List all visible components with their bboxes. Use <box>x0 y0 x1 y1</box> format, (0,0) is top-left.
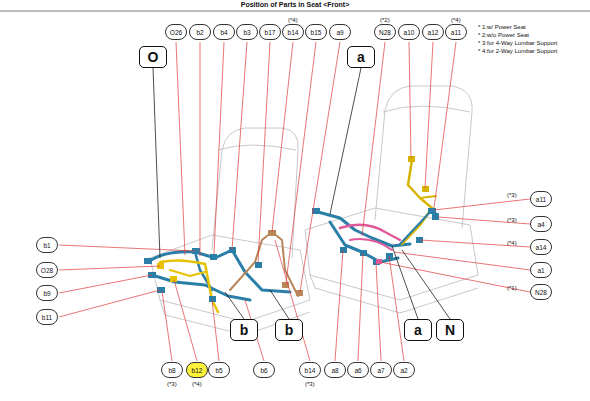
connector-callout: a4 <box>530 216 552 232</box>
variant-note: (*1) <box>507 285 517 291</box>
connector-callout: a2 <box>393 362 415 378</box>
footnote: * 3:for 4-Way Lumbar Support <box>478 40 557 46</box>
callout-number: a10 <box>404 29 415 36</box>
callout-number: b17 <box>265 29 276 36</box>
connector-callout: b1 <box>36 237 58 253</box>
variant-note: (*3) <box>305 381 315 387</box>
group-letter: b <box>285 322 294 338</box>
callout-number: N28 <box>379 29 391 36</box>
footnote: * 1:w/ Power Seat <box>478 24 526 30</box>
callout-number: b4 <box>220 29 227 36</box>
group-letter: b <box>240 322 249 338</box>
variant-note: (*4) <box>451 17 461 23</box>
connector-callout: b8 <box>161 362 183 378</box>
callout-number: O26 <box>170 29 182 36</box>
connector-callout: a11 <box>530 191 552 207</box>
group-letter: a <box>357 49 365 65</box>
callout-number: a1 <box>537 267 544 274</box>
connector-callout: O28 <box>36 262 58 278</box>
variant-note: (*4) <box>192 381 202 387</box>
callout-number: b8 <box>168 367 175 374</box>
variant-note: (*3) <box>507 192 517 198</box>
group-letter-box: N <box>436 319 464 341</box>
variant-note: (*3) <box>167 381 177 387</box>
connector-callout: a11 <box>445 24 467 40</box>
group-letter-box: b <box>275 319 303 341</box>
callout-number: a11 <box>536 196 546 203</box>
connector-callout: a8 <box>324 362 346 378</box>
group-letter: O <box>148 49 159 65</box>
callout-number: a9 <box>336 29 343 36</box>
variant-note: (*3) <box>507 217 517 223</box>
callout-number: b2 <box>196 29 203 36</box>
variant-note: (*2) <box>380 17 390 23</box>
connector-callout: b14 <box>299 362 321 378</box>
callout-number: b12 <box>192 367 203 374</box>
group-letter: a <box>414 322 422 338</box>
group-letter-box: a <box>347 46 375 68</box>
connector-callout: b14 <box>282 24 304 40</box>
callout-number: a8 <box>331 367 338 374</box>
connector-callout: b15 <box>305 24 327 40</box>
callout-number: a4 <box>537 221 544 228</box>
callout-number: b15 <box>311 29 322 36</box>
callout-number: b3 <box>243 29 250 36</box>
connector-callout: a9 <box>329 24 351 40</box>
connector-callout: a1 <box>530 262 552 278</box>
footnote: * 2:w/o Power Seat <box>478 32 529 38</box>
connector-callout: b12 <box>186 362 208 378</box>
callout-number: b9 <box>43 290 50 297</box>
callout-number: a6 <box>354 367 361 374</box>
connector-callout: b2 <box>189 24 211 40</box>
connector-callout: a7 <box>370 362 392 378</box>
connector-callout: b11 <box>36 309 58 325</box>
variant-note: (*4) <box>288 17 298 23</box>
connector-callout: b4 <box>213 24 235 40</box>
callout-number: b5 <box>215 367 222 374</box>
group-letter-box: b <box>230 319 258 341</box>
connector-callout: b6 <box>253 362 275 378</box>
variant-note: (*4) <box>507 240 517 246</box>
callout-number: a11 <box>451 29 461 36</box>
connector-callout: b9 <box>36 285 58 301</box>
callout-number: b1 <box>43 242 50 249</box>
callout-number: a14 <box>536 244 547 251</box>
callout-number: b14 <box>305 367 316 374</box>
connector-callout: N28 <box>374 24 396 40</box>
callout-number: b6 <box>260 367 267 374</box>
group-letter-box: O <box>139 46 167 68</box>
callout-number: a7 <box>377 367 384 374</box>
group-letter-box: a <box>404 319 432 341</box>
callout-number: a2 <box>400 367 407 374</box>
callout-number: N28 <box>535 289 547 296</box>
connector-callout: a14 <box>530 239 552 255</box>
connector-callout: b3 <box>236 24 258 40</box>
connector-callout: a6 <box>347 362 369 378</box>
callout-number: b14 <box>288 29 299 36</box>
footnote: * 4:for 2-Way Lumbar Support <box>478 48 557 54</box>
diagram-title: Position of Parts in Seat <Front> <box>0 1 590 8</box>
connector-callout: a12 <box>422 24 444 40</box>
callout-number: O28 <box>41 267 53 274</box>
connector-callout: a10 <box>398 24 420 40</box>
group-letter: N <box>445 322 455 338</box>
connector-callout: N28 <box>530 284 552 300</box>
connector-callout: b17 <box>259 24 281 40</box>
callout-number: b11 <box>42 314 52 321</box>
connector-callout: O26 <box>165 24 187 40</box>
callout-number: a12 <box>428 29 439 36</box>
connector-callout: b5 <box>208 362 230 378</box>
